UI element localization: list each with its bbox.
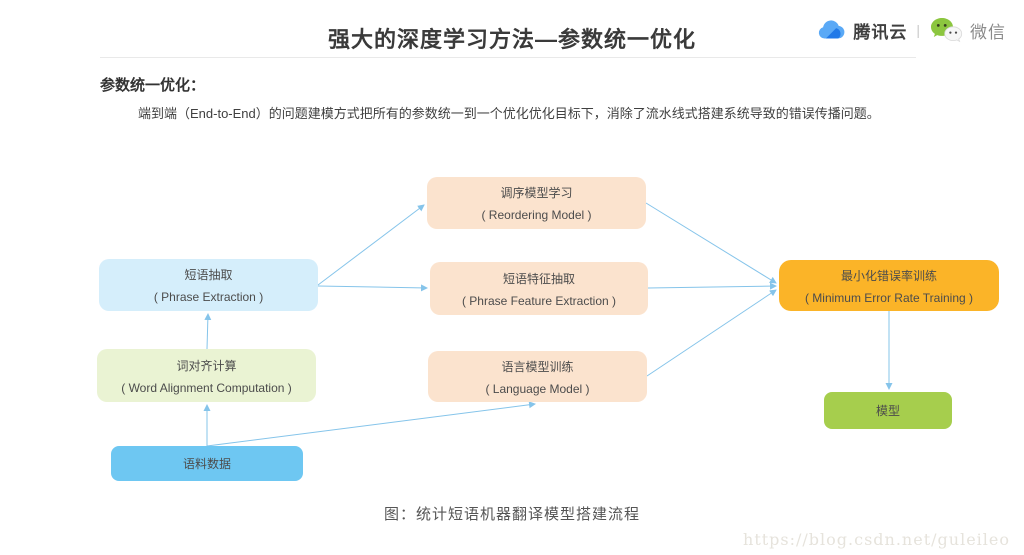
node-zh-label: 语言模型训练 bbox=[501, 359, 574, 374]
node-word-alignment: 词对齐计算 ( Word Alignment Computation ) bbox=[97, 349, 316, 402]
title-divider bbox=[100, 57, 916, 58]
node-en-label: ( Reordering Model ) bbox=[481, 208, 592, 222]
section-heading: 参数统一优化： bbox=[100, 77, 206, 94]
node-zh-label: 最小化错误率训练 bbox=[840, 268, 937, 283]
node-en-label: ( Minimum Error Rate Training ) bbox=[804, 290, 974, 305]
node-minimum-error-rate-training: 最小化错误率训练 ( Minimum Error Rate Training ) bbox=[779, 260, 999, 311]
wechat-icon bbox=[929, 16, 963, 44]
node-en-label: ( Word Alignment Computation ) bbox=[121, 380, 292, 395]
tencent-cloud-label: 腾讯云 bbox=[853, 22, 908, 42]
node-model: 模型 bbox=[824, 392, 952, 429]
node-en-label: ( Phrase Feature Extraction ) bbox=[461, 293, 617, 308]
node-zh-label: 短语特征抽取 bbox=[502, 271, 575, 286]
section-paragraph: 端到端（End-to-End）的问题建模方式把所有的参数统一到一个优化优化目标下… bbox=[138, 106, 880, 121]
node-zh-label: 模型 bbox=[875, 404, 900, 418]
node-zh-label: 词对齐计算 bbox=[176, 358, 237, 373]
tencent-cloud-icon bbox=[816, 19, 846, 42]
brand-separator: | bbox=[916, 22, 920, 38]
brand-bar: 腾讯云 | 微信 bbox=[816, 16, 1006, 44]
node-en-label: ( Language Model ) bbox=[485, 381, 590, 396]
node-zh-label: 调序模型学习 bbox=[500, 186, 573, 200]
node-en-label: ( Phrase Extraction ) bbox=[153, 290, 264, 304]
node-corpus-data: 语料数据 bbox=[111, 446, 303, 481]
node-phrase-feature-extraction: 短语特征抽取 ( Phrase Feature Extraction ) bbox=[430, 262, 648, 315]
page-title: 强大的深度学习方法—参数统一优化 bbox=[327, 27, 696, 52]
node-language-model: 语言模型训练 ( Language Model ) bbox=[428, 351, 647, 402]
node-zh-label: 短语抽取 bbox=[184, 268, 233, 282]
node-reordering-model: 调序模型学习 ( Reordering Model ) bbox=[427, 177, 646, 229]
node-zh-label: 语料数据 bbox=[182, 457, 231, 471]
wechat-label: 微信 bbox=[970, 22, 1006, 42]
watermark-url: https://blog.csdn.net/guleileo bbox=[743, 530, 1010, 549]
node-phrase-extraction: 短语抽取 ( Phrase Extraction ) bbox=[99, 259, 318, 311]
diagram-caption: 图：统计短语机器翻译模型搭建流程 bbox=[383, 506, 640, 523]
